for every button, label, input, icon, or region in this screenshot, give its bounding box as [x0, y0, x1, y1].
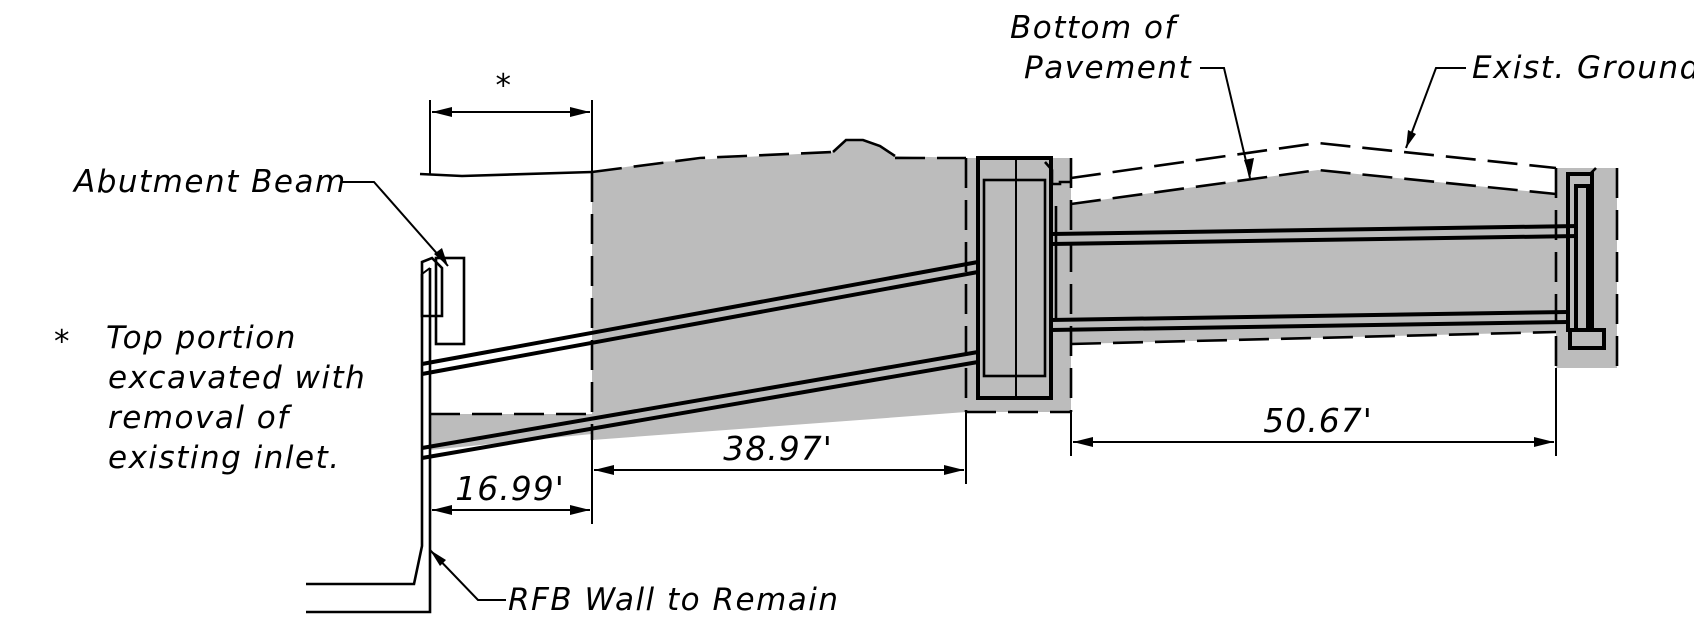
label-rfb-wall: RFB Wall to Remain: [508, 582, 840, 618]
shaded-region-right: [1071, 170, 1556, 344]
excavation-shading: [430, 140, 1617, 450]
dimension-50-67: 50.67': [1070, 368, 1557, 456]
leader-rfb-wall: [429, 549, 506, 601]
note-asterisk: *: [54, 324, 71, 360]
note-excavation: * Top portion excavated with removal of …: [54, 320, 366, 476]
pipe-lower-left: [421, 350, 979, 460]
leader-bottom-of-pavement: [1200, 67, 1254, 179]
rfb-wall: [306, 267, 432, 614]
label-abutment-beam: Abutment Beam: [72, 164, 347, 200]
dimension-label-50-67: 50.67': [1263, 401, 1373, 440]
inlet-structure-middle: [976, 156, 1071, 400]
dimension-38-97: 38.97': [594, 412, 967, 484]
label-exist-ground: Exist. Ground: [1472, 50, 1694, 86]
abutment-beam: [420, 256, 466, 346]
note-line-3: removal of: [108, 400, 292, 436]
note-line-2: excavated with: [108, 360, 366, 396]
note-line-4: existing inlet.: [108, 440, 341, 476]
pipe-upper-left: [421, 260, 979, 376]
dimension-label-38-97: 38.97': [723, 429, 833, 468]
leader-exist-ground: [1405, 67, 1466, 149]
leader-abutment-beam: [342, 181, 449, 267]
dimension-excavation-top: *: [429, 68, 593, 174]
label-pavement: Pavement: [1024, 50, 1193, 86]
excavation-bottom-right: [1070, 330, 1557, 346]
dimension-label-16-99: 16.99': [455, 469, 565, 508]
excavation-top-line-left: [591, 150, 834, 174]
pipe-upper-right: [1050, 224, 1579, 246]
dimension-marker-asterisk: *: [496, 68, 513, 104]
existing-ground-bump: [832, 138, 896, 158]
note-line-1: Top portion: [106, 320, 297, 356]
excavation-lines: [430, 138, 1619, 440]
shaded-region-middle: [592, 140, 966, 440]
dimension-16-99: 16.99': [432, 440, 593, 524]
inlet-structure-right: [1566, 167, 1606, 350]
label-bottom-of: Bottom of: [1010, 10, 1180, 46]
existing-ground-left: [419, 170, 593, 178]
pipe-lower-right: [1050, 310, 1569, 332]
